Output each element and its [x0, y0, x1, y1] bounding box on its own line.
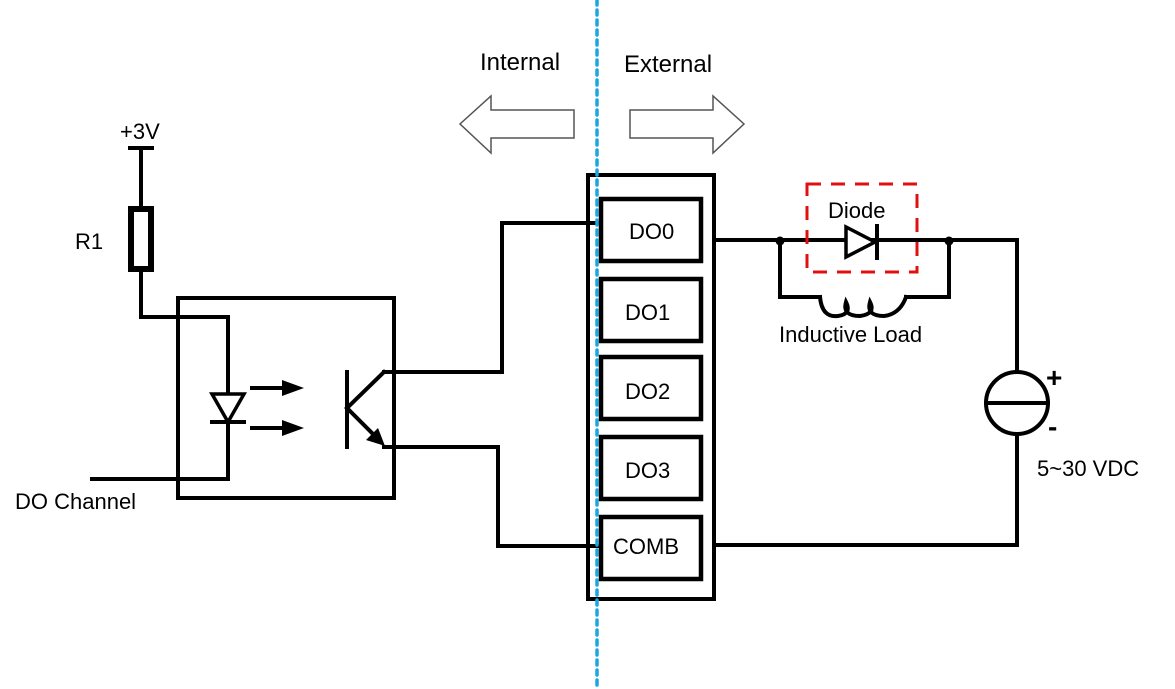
- terminal-block: [586, 173, 716, 601]
- wire-do0-load: [712, 238, 1019, 380]
- terminal-do1: DO1: [598, 276, 704, 344]
- external-label: External: [624, 51, 712, 78]
- terminal-do1-label: DO1: [625, 300, 670, 325]
- wire-inductor-right: [904, 239, 951, 299]
- inductor-coil-icon: [817, 294, 909, 319]
- terminal-do0: DO0: [598, 196, 704, 264]
- transistor-collector: [344, 369, 387, 411]
- flyback-diode-icon: [844, 224, 879, 260]
- light-arrow-2-icon: [282, 420, 304, 436]
- resistor-label: R1: [75, 229, 103, 254]
- wire-inductor-left: [778, 239, 822, 299]
- inductor-label: Inductive Load: [779, 322, 922, 347]
- external-arrow-icon: [629, 94, 746, 155]
- vcc-label: +3V: [120, 119, 160, 144]
- source-plus-label: +: [1046, 362, 1062, 393]
- wire-emitter-comb: [382, 445, 602, 548]
- wire-source-comb: [712, 431, 1019, 547]
- internal-arrow-icon: [458, 94, 575, 155]
- resistor-r1: [128, 206, 154, 272]
- terminal-do0-label: DO0: [629, 219, 674, 244]
- wire-led-do-channel: [90, 420, 230, 481]
- light-arrow-1-icon: [282, 380, 304, 396]
- emitter-arrow-icon: [366, 428, 385, 446]
- terminal-do3: DO3: [598, 434, 704, 502]
- wire-r1-led: [139, 270, 230, 412]
- terminal-comb-label: COMB: [613, 534, 679, 559]
- diode-highlight-box: [805, 182, 919, 274]
- source-minus-label: -: [1048, 411, 1057, 442]
- diode-label: Diode: [828, 198, 885, 223]
- optocoupler-box: [176, 296, 396, 500]
- terminal-do2: DO2: [598, 354, 704, 422]
- terminal-do2-label: DO2: [625, 379, 670, 404]
- wire-collector-do0: [382, 221, 602, 374]
- terminal-comb: COMB: [598, 514, 704, 582]
- terminal-do3-label: DO3: [625, 458, 670, 483]
- internal-label: Internal: [480, 49, 560, 76]
- voltage-range-label: 5~30 VDC: [1037, 456, 1139, 481]
- do-channel-label: DO Channel: [15, 489, 136, 514]
- led-icon: [208, 392, 248, 426]
